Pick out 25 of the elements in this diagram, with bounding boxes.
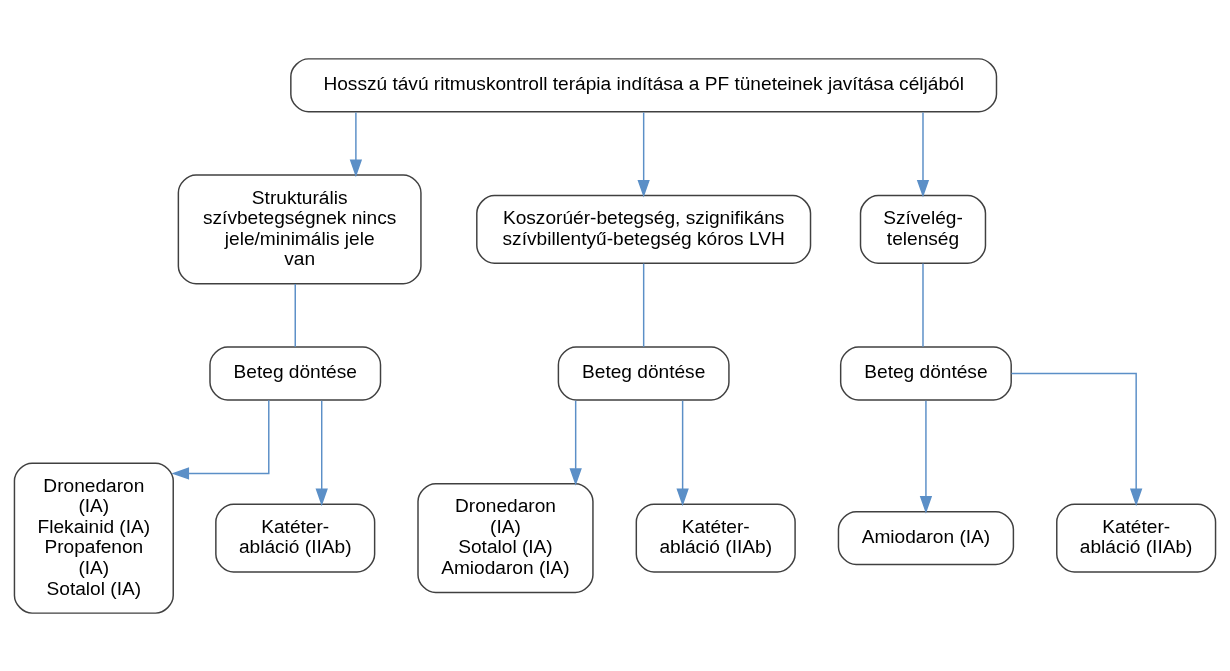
node-box: Szívelég- telenség <box>859 194 987 264</box>
arrow <box>916 111 930 198</box>
node-box: Dronedaron (IA) Flekainid (IA) Propafenon (IA) Sotalol (IA) <box>13 461 174 614</box>
arrow <box>349 111 363 177</box>
arrow <box>637 111 650 198</box>
node-box: Katéter- abláció (IIAb) <box>1056 503 1217 573</box>
arrow <box>1010 372 1143 506</box>
arrow <box>315 399 328 506</box>
connector <box>922 262 924 348</box>
node-box: Koszorúér-betegség, szignifikáns szívbillentyű-betegség kóros LVH <box>476 194 812 264</box>
node-box: Amiodaron (IA) <box>837 510 1015 565</box>
arrow <box>171 399 270 480</box>
connector <box>294 282 296 347</box>
node-box: Katéter- abláció (IIAb) <box>215 503 376 573</box>
node-box: Katéter- abláció (IIAb) <box>635 503 796 573</box>
node-box: Strukturális szívbetegségnek nincs jele/minimális jele van <box>177 173 422 285</box>
node-box: Hosszú távú ritmuskontroll terápia indítása a PF tüneteinek javítása céljából <box>290 57 998 113</box>
node-box: Beteg döntése <box>557 345 730 401</box>
node-box: Beteg döntése <box>209 345 382 401</box>
connector <box>642 262 645 348</box>
arrow <box>569 399 582 486</box>
node-box: Dronedaron (IA) Sotalol (IA) Amiodaron (IA) <box>417 482 594 593</box>
arrow <box>919 399 933 514</box>
arrow <box>676 399 689 506</box>
node-box: Beteg döntése <box>839 345 1012 401</box>
